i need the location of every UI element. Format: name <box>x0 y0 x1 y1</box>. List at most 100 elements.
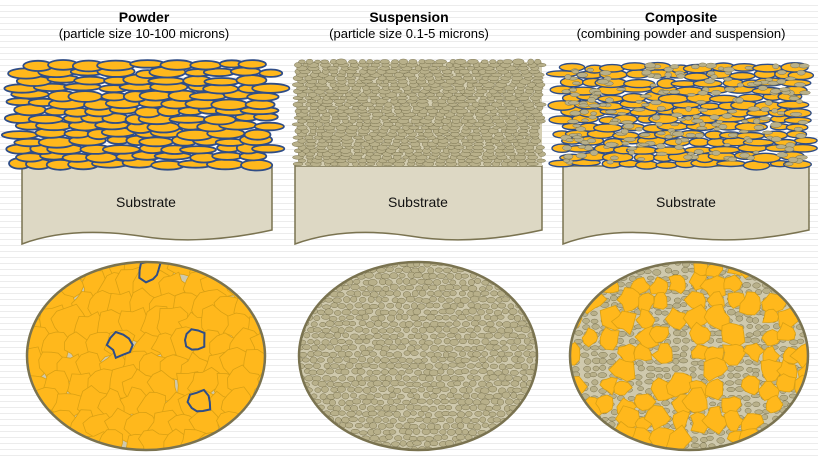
suspension-disc-splat <box>434 399 441 404</box>
suspension-disc-splat <box>502 392 510 398</box>
suspension-disc-splat <box>443 279 449 284</box>
composite-suspension-splat <box>788 157 798 162</box>
composite-suspension-splat <box>710 115 720 120</box>
composite-disc-particle <box>700 443 706 449</box>
composite-disc-particle <box>583 444 590 449</box>
suspension-disc-splat <box>364 448 371 452</box>
suspension-disc-splat <box>479 296 487 302</box>
suspension-disc-splat <box>371 448 378 452</box>
composite-suspension-splat <box>794 83 805 87</box>
suspension-disc-splat <box>380 350 387 356</box>
suspension-disc-splat <box>528 296 534 302</box>
suspension-splat <box>293 162 303 166</box>
suspension-disc-splat <box>423 392 429 398</box>
suspension-disc-splat <box>514 315 521 321</box>
composite-suspension-splat <box>572 70 579 74</box>
suspension-splat <box>399 146 410 150</box>
suspension-disc-splat <box>330 364 339 369</box>
suspension-disc-splat <box>409 436 417 441</box>
suspension-disc-splat <box>359 404 366 409</box>
powder-disc-splat <box>262 252 290 284</box>
composite-disc-particle <box>807 297 814 303</box>
suspension-disc-splat <box>490 316 498 322</box>
suspension-disc-splat <box>344 261 351 267</box>
suspension-splat <box>489 60 496 64</box>
composite-disc-particle <box>782 290 789 295</box>
composite-disc-particle <box>735 366 744 371</box>
suspension-disc-splat <box>345 327 353 332</box>
suspension-disc-splat <box>329 278 336 284</box>
suspension-disc-splat <box>459 351 466 356</box>
suspension-disc-splat <box>308 351 315 357</box>
suspension-disc-splat <box>389 322 398 327</box>
suspension-disc-splat <box>514 338 521 344</box>
suspension-disc-splat <box>414 321 422 327</box>
suspension-disc-splat <box>413 382 421 387</box>
suspension-disc-splat <box>429 285 437 290</box>
suspension-disc-splat <box>534 261 542 267</box>
composite-suspension-splat <box>591 112 597 116</box>
suspension-disc-splat <box>449 399 457 404</box>
suspension-disc-splat <box>509 309 517 315</box>
suspension-disc-splat <box>315 280 324 286</box>
composite-disc-particle <box>655 310 662 315</box>
suspension-disc-splat <box>342 285 349 290</box>
composite-powder-splat <box>656 162 677 168</box>
suspension-disc-splat <box>295 321 302 327</box>
suspension-disc-splat <box>494 429 502 434</box>
composite-disc-particle <box>565 290 573 295</box>
suspension-disc-splat <box>317 369 325 375</box>
suspension-disc-splat <box>379 386 387 391</box>
suspension-disc-splat <box>494 333 502 339</box>
suspension-disc-splat <box>497 411 505 417</box>
suspension-disc-splat <box>294 442 301 447</box>
suspension-splat <box>531 126 540 130</box>
suspension-disc-splat <box>539 292 546 297</box>
suspension-splat <box>525 152 536 155</box>
suspension-disc-splat <box>475 266 484 272</box>
composite-suspension-splat <box>754 125 764 130</box>
powder-disc-outlined-splat <box>185 329 205 349</box>
composite-disc-particle <box>585 263 591 267</box>
composite-disc-particle <box>800 446 807 450</box>
composite-suspension-splat <box>724 87 735 92</box>
suspension-disc-splat <box>318 310 325 315</box>
composite-suspension-splat <box>607 160 614 164</box>
suspension-disc-splat <box>529 352 536 358</box>
composite-disc-particle <box>590 291 596 295</box>
suspension-disc-splat <box>425 376 433 382</box>
composite-disc-particle <box>574 396 580 401</box>
suspension-disc-splat <box>349 417 358 422</box>
suspension-splat <box>408 139 418 142</box>
suspension-disc-splat <box>370 435 379 441</box>
powder-splat <box>135 107 161 117</box>
composite-disc-particle <box>761 438 770 442</box>
suspension-disc-splat <box>417 279 425 284</box>
composite-suspension-splat <box>617 88 626 91</box>
composite-disc-splat <box>797 289 816 308</box>
composite-suspension-splat <box>669 90 680 94</box>
suspension-disc-splat <box>299 399 306 405</box>
composite-disc-particle <box>592 380 598 385</box>
composite-suspension-splat <box>790 63 799 68</box>
composite-suspension-splat <box>617 112 626 115</box>
composite-disc-particle <box>797 415 804 420</box>
suspension-disc-splat <box>409 279 417 285</box>
composite-disc-particle <box>691 443 700 448</box>
composite-suspension-splat <box>728 157 737 161</box>
composite-disc-particle <box>638 445 645 449</box>
suspension-disc-splat <box>329 400 335 406</box>
suspension-disc-splat <box>423 417 432 423</box>
suspension-disc-splat <box>524 436 530 442</box>
composite-disc-particle <box>600 267 607 272</box>
suspension-disc-splat <box>486 321 494 327</box>
suspension-disc-splat <box>443 352 449 358</box>
composite-disc-particle <box>599 281 606 287</box>
composite-disc-particle <box>789 435 798 440</box>
suspension-disc-splat <box>304 262 311 267</box>
powder-splat <box>139 137 173 146</box>
suspension-disc-splat <box>521 364 528 370</box>
suspension-disc-splat <box>323 279 331 284</box>
suspension-disc-splat <box>522 448 529 453</box>
composite-suspension-splat <box>776 145 786 149</box>
